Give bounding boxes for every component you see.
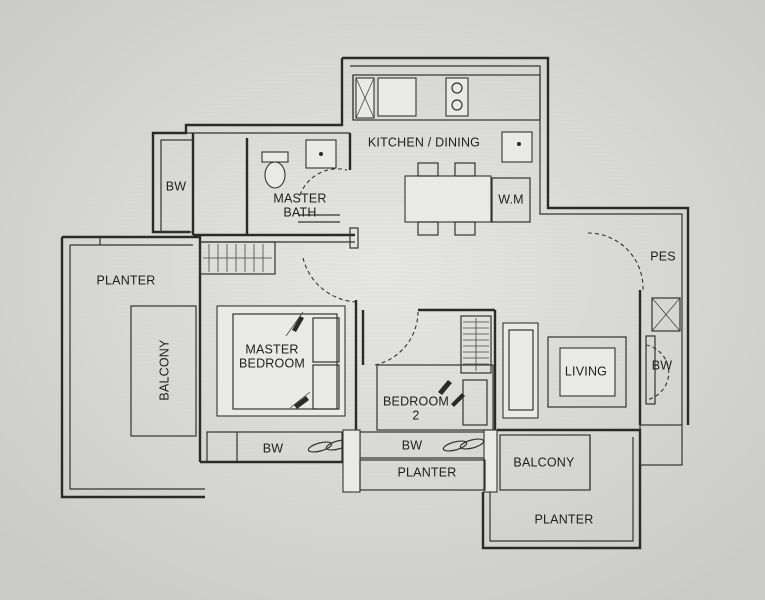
label-master-bedroom-line2: BEDROOM <box>239 356 305 370</box>
bottom-area <box>200 424 683 550</box>
label-wm: W.M <box>498 192 524 206</box>
master-bath-area <box>160 133 359 275</box>
label-bedroom2-line2: 2 <box>412 408 419 422</box>
bedroom2-area <box>374 308 497 431</box>
label-planter-bottom-mid: PLANTER <box>397 465 456 479</box>
label-planter-bottom-right: PLANTER <box>534 512 593 526</box>
left-balcony-planter <box>60 235 205 499</box>
label-bedroom2-line1: BEDROOM <box>383 394 449 408</box>
living-area <box>502 232 681 425</box>
label-pes: PES <box>650 249 676 263</box>
outer-walls <box>151 56 690 425</box>
label-bw-bottom-left: BW <box>263 441 284 455</box>
kitchen-area <box>352 74 541 236</box>
label-master-bath-line2: BATH <box>283 205 316 219</box>
label-planter-left: PLANTER <box>96 273 155 287</box>
label-master-bedroom-line1: MASTER <box>245 342 298 356</box>
label-bw-right: BW <box>652 358 673 372</box>
label-master-bath-line1: MASTER <box>273 191 326 205</box>
master-bedroom-area <box>198 257 365 462</box>
label-balcony-left: BALCONY <box>157 339 171 401</box>
label-living: LIVING <box>565 364 607 378</box>
label-bw-bottom-mid: BW <box>402 438 423 452</box>
label-kitchen-dining: KITCHEN / DINING <box>368 135 480 149</box>
label-bw-top: BW <box>166 179 187 193</box>
label-balcony-bottom-right: BALCONY <box>513 455 575 469</box>
